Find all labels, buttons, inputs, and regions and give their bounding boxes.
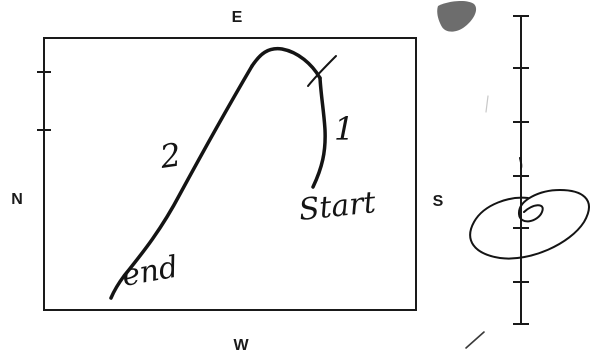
compass-label-right: S xyxy=(433,193,444,210)
end-label: end xyxy=(119,250,181,294)
grey-blob xyxy=(437,0,477,32)
spiral-scribble xyxy=(469,157,590,260)
leg-1-label: 1 xyxy=(334,110,354,148)
path-leg-1 xyxy=(311,76,327,189)
compass-label-left: N xyxy=(11,191,23,208)
stray-mark xyxy=(485,95,489,113)
path-leg-2 xyxy=(109,64,254,300)
leg-2-label: 2 xyxy=(157,135,183,176)
compass-label-top: E xyxy=(232,9,243,26)
map-frame xyxy=(43,37,417,311)
stray-mark xyxy=(465,331,485,349)
path-turn xyxy=(250,46,322,80)
compass-label-bottom: W xyxy=(233,337,249,354)
start-label: Start xyxy=(297,185,378,228)
path-waypoint-mark xyxy=(307,55,337,87)
